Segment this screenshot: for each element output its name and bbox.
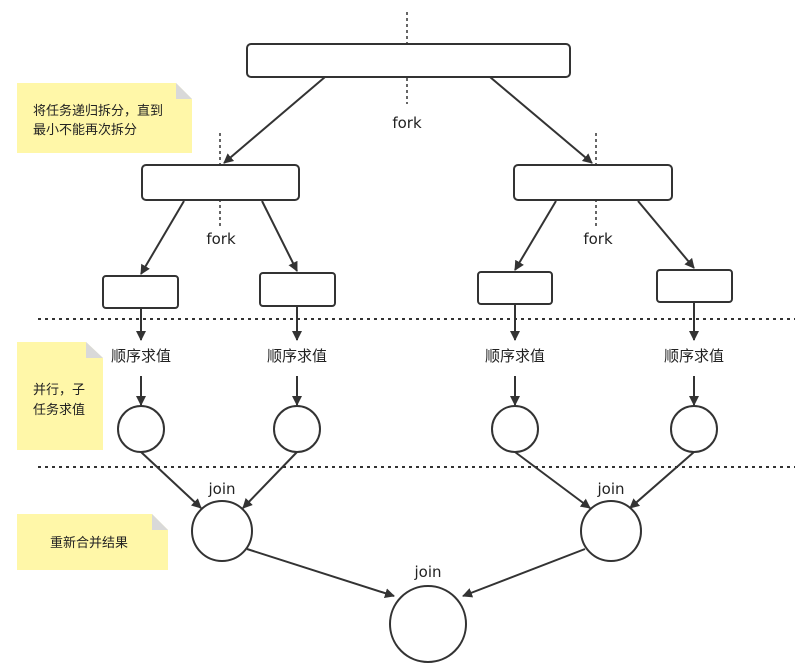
edge-root-to-left <box>223 76 326 164</box>
note-split: 将任务递归拆分，直到 最小不能再次拆分 <box>17 83 192 153</box>
leaf-task-box-4 <box>656 269 733 303</box>
fork-label-left: fork <box>206 230 236 248</box>
edge-result-3-to-join-right <box>514 451 591 509</box>
edge-left-to-leaf-1 <box>140 200 185 275</box>
result-circle-3 <box>491 405 539 453</box>
join-label-final: join <box>413 563 441 581</box>
note-merge: 重新合并结果 <box>17 514 168 570</box>
edge-right-to-leaf-3 <box>514 200 557 271</box>
subtask-box-left <box>141 164 300 201</box>
sequential-eval-label-4: 顺序求值 <box>664 347 724 365</box>
join-label-right: join <box>596 480 624 498</box>
sequential-eval-label-1: 顺序求值 <box>111 347 171 365</box>
edge-left-to-leaf-2 <box>261 200 298 272</box>
note-parallel-line-1: 并行，子 <box>33 383 85 398</box>
join-circle-final <box>389 585 467 663</box>
result-circle-4 <box>670 405 718 453</box>
join-circle-right <box>580 500 642 562</box>
leaf-task-box-3 <box>477 271 553 305</box>
sequential-eval-label-2: 顺序求值 <box>267 347 327 365</box>
edge-root-to-right <box>489 76 593 164</box>
fork-label-right: fork <box>583 230 613 248</box>
note-split-line-2: 最小不能再次拆分 <box>33 122 137 138</box>
note-parallel-line-2: 任务求值 <box>33 402 85 418</box>
sequential-eval-label-3: 顺序求值 <box>485 347 545 365</box>
subtask-box-right <box>513 164 673 201</box>
result-circle-1 <box>117 405 165 453</box>
edge-join-right-to-final <box>462 548 586 598</box>
note-merge-line-1: 重新合并结果 <box>50 535 128 551</box>
edge-result-2-to-join-left <box>242 451 298 509</box>
edge-result-4-to-join-right <box>629 451 695 509</box>
note-parallel: 并行，子 任务求值 <box>17 342 103 450</box>
fork-label-root: fork <box>392 114 422 132</box>
edge-join-left-to-final <box>246 548 395 599</box>
result-circle-2 <box>273 405 321 453</box>
leaf-task-box-1 <box>102 275 179 309</box>
leaf-task-box-2 <box>259 272 336 307</box>
note-split-line-1: 将任务递归拆分，直到 <box>33 103 163 119</box>
root-task-box <box>246 43 571 78</box>
join-circle-left <box>191 500 253 562</box>
edge-right-to-leaf-4 <box>637 200 695 269</box>
join-label-left: join <box>207 480 235 498</box>
edge-result-1-to-join-left <box>140 451 202 509</box>
